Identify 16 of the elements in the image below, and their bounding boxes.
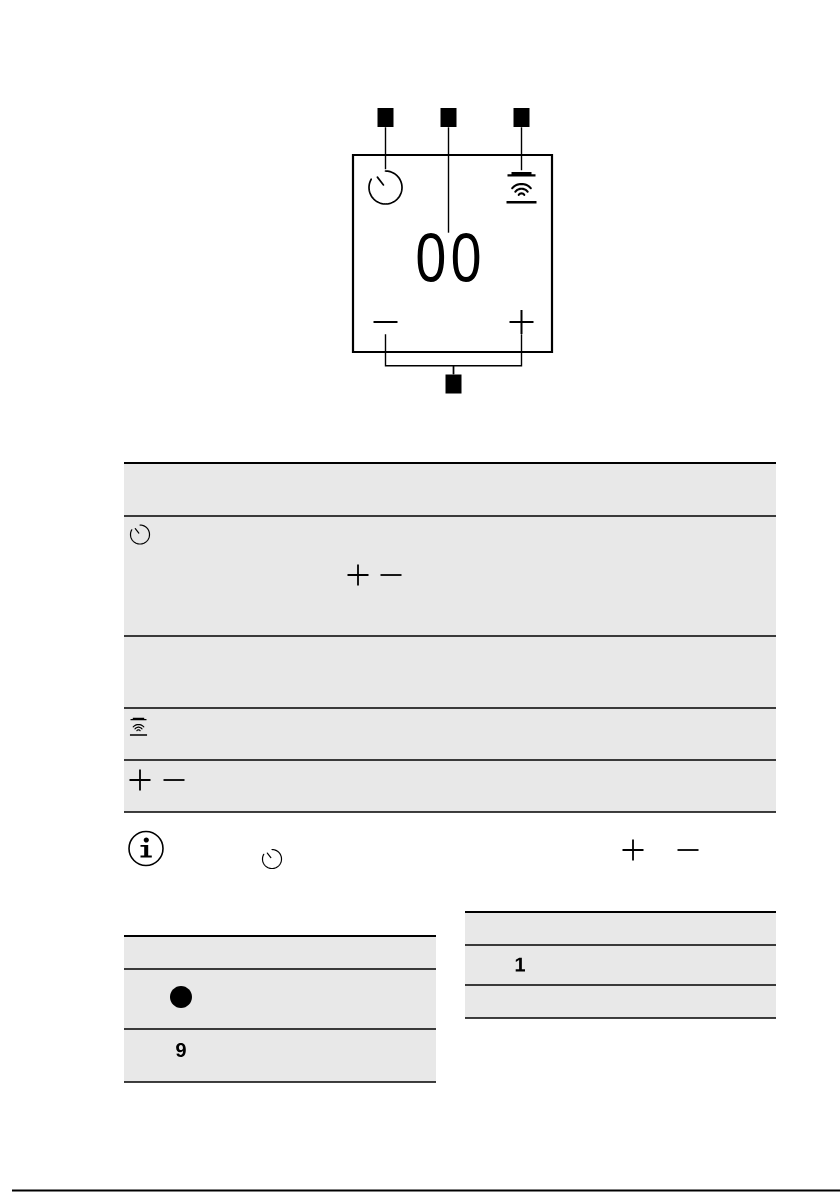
cell-digit: 1 <box>515 957 525 972</box>
callout-square <box>445 374 462 394</box>
callout-square <box>377 108 394 127</box>
leader-line <box>452 333 523 375</box>
minus-icon <box>372 321 399 323</box>
leader-line <box>447 126 450 234</box>
callout-square <box>440 108 457 127</box>
leader-line <box>384 126 387 170</box>
digit-display: 00 <box>417 232 480 283</box>
plus-icon <box>508 309 535 335</box>
leader-line <box>520 126 523 171</box>
timer-icon <box>368 170 403 205</box>
hood-wireless-icon <box>506 172 537 204</box>
cell-digit: 9 <box>176 1042 186 1058</box>
control-panel <box>351 153 554 354</box>
callout-square <box>513 108 530 127</box>
